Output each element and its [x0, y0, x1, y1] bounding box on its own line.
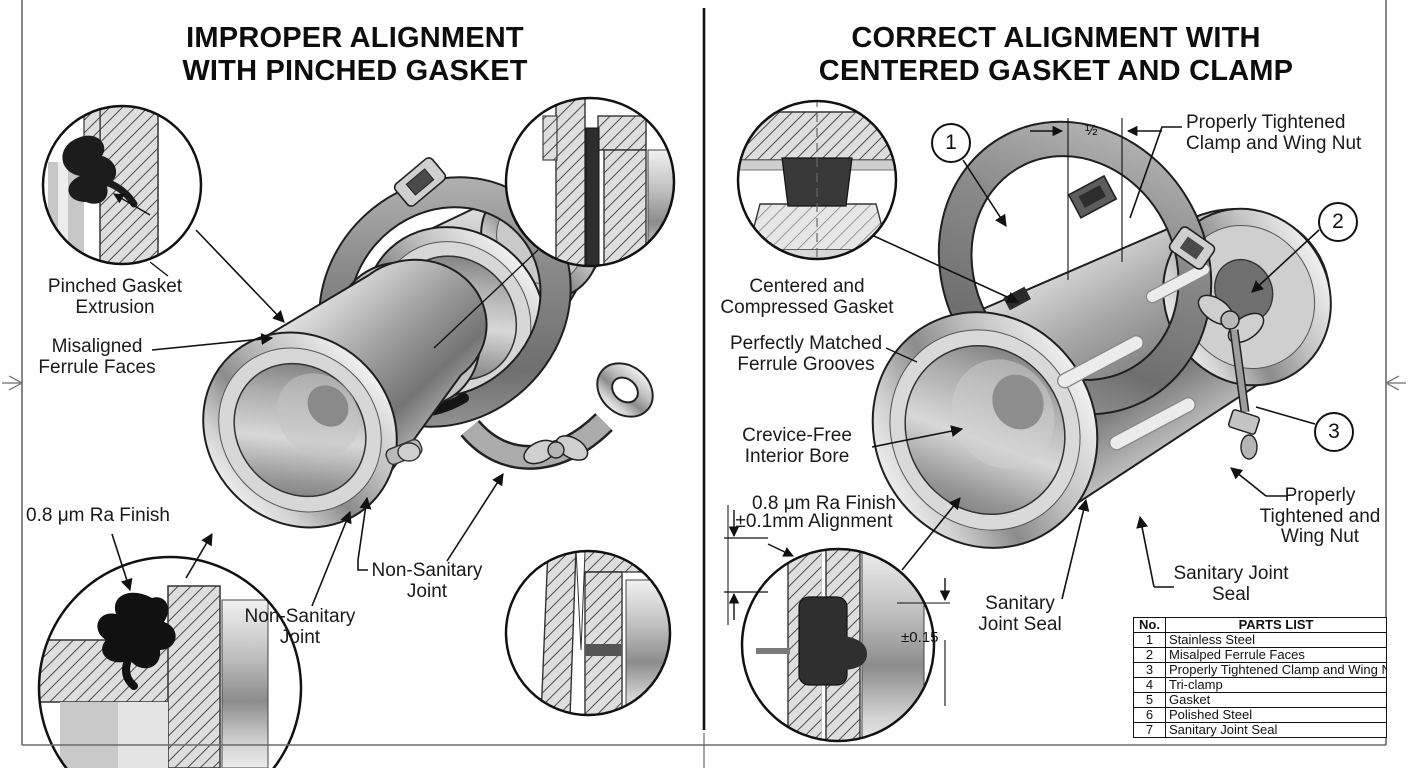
label-non-sanitary-joint-upper: Non-Sanitary Joint [371, 560, 483, 602]
right-panel-title: CORRECT ALIGNMENT WITH CENTERED GASKET A… [818, 22, 1294, 88]
callout-1: 1 [931, 123, 971, 163]
table-row: 3 Properly Tightened Clamp and Wing Nut [1133, 662, 1387, 678]
detail-circle-centered-gasket [736, 99, 1020, 303]
dimension-half-gap: ½ [1085, 122, 1098, 139]
table-row: 4 Tri-clamp [1133, 677, 1387, 693]
detail-circle-nonsanitary-section [504, 549, 672, 717]
part-name: Polished Steel [1165, 707, 1387, 723]
label-misaligned-ferrule-faces: Misaligned Ferrule Faces [38, 336, 156, 378]
label-pinched-gasket-extrusion: Pinched Gasket Extrusion [47, 276, 183, 318]
part-name: Gasket [1165, 692, 1387, 708]
part-no: 6 [1133, 707, 1166, 723]
label-ra-finish-left: 0.8 μm Ra Finish [26, 505, 170, 526]
right-leader-lines [871, 126, 1320, 600]
part-no: 2 [1133, 647, 1166, 663]
callout-3: 3 [1314, 412, 1354, 452]
detail-circle-ra-finish [37, 532, 303, 768]
label-sanitary-joint-seal-center: Sanitary Joint Seal [978, 593, 1062, 635]
label-ra-finish-right-line2: ±0.1mm Alignment [735, 511, 893, 532]
table-row: 7 Sanitary Joint Seal [1133, 722, 1387, 738]
detail-circle-pinched-gasket [41, 104, 285, 323]
detail-circle-seal-section [740, 497, 961, 743]
table-row: 5 Gasket [1133, 692, 1387, 708]
part-name: Sanitary Joint Seal [1165, 722, 1387, 738]
parts-header-no: No. [1133, 617, 1166, 633]
left-panel-title: IMPROPER ALIGNMENT WITH PINCHED GASKET [182, 22, 528, 88]
label-centered-compressed-gasket: Centered and Compressed Gasket [720, 276, 894, 318]
table-row: 6 Polished Steel [1133, 707, 1387, 723]
label-crevice-free-bore: Crevice-Free Interior Bore [742, 425, 852, 467]
label-non-sanitary-joint-lower: Non-Sanitary Joint [244, 606, 356, 648]
label-properly-tightened-clamp: Properly Tightened Clamp and Wing Nut [1186, 112, 1362, 154]
part-no: 4 [1133, 677, 1166, 693]
label-sanitary-joint-seal-right: Sanitary Joint Seal [1173, 563, 1289, 605]
detail-circle-improper-section [433, 96, 676, 349]
label-ra-finish-right-line1: 0.8 μm Ra Finish [752, 493, 896, 514]
part-name: Tri-clamp [1165, 677, 1387, 693]
dimension-seal-tolerance: ±0.15 [901, 629, 939, 646]
table-row: 2 Misalped Ferrule Faces [1133, 647, 1387, 663]
label-matched-ferrule-grooves: Perfectly Matched Ferrule Grooves [729, 333, 883, 375]
part-no: 7 [1133, 722, 1166, 738]
parts-list-table: No. PARTS LIST 1 Stainless Steel 2 Misal… [1133, 617, 1387, 738]
part-name: Properly Tightened Clamp and Wing Nut [1165, 662, 1387, 678]
label-properly-tightened-nut: Properly Tightened and Wing Nut [1259, 485, 1381, 548]
part-no: 5 [1133, 692, 1166, 708]
part-name: Misalped Ferrule Faces [1165, 647, 1387, 663]
table-row: 1 Stainless Steel [1133, 632, 1387, 648]
dimension-marks [724, 118, 1162, 706]
callout-2: 2 [1318, 202, 1358, 242]
part-no: 3 [1133, 662, 1166, 678]
part-no: 1 [1133, 632, 1166, 648]
parts-table-header: No. PARTS LIST [1133, 617, 1387, 633]
left-leader-lines [151, 333, 504, 607]
part-name: Stainless Steel [1165, 632, 1387, 648]
parts-header-title: PARTS LIST [1165, 617, 1387, 633]
